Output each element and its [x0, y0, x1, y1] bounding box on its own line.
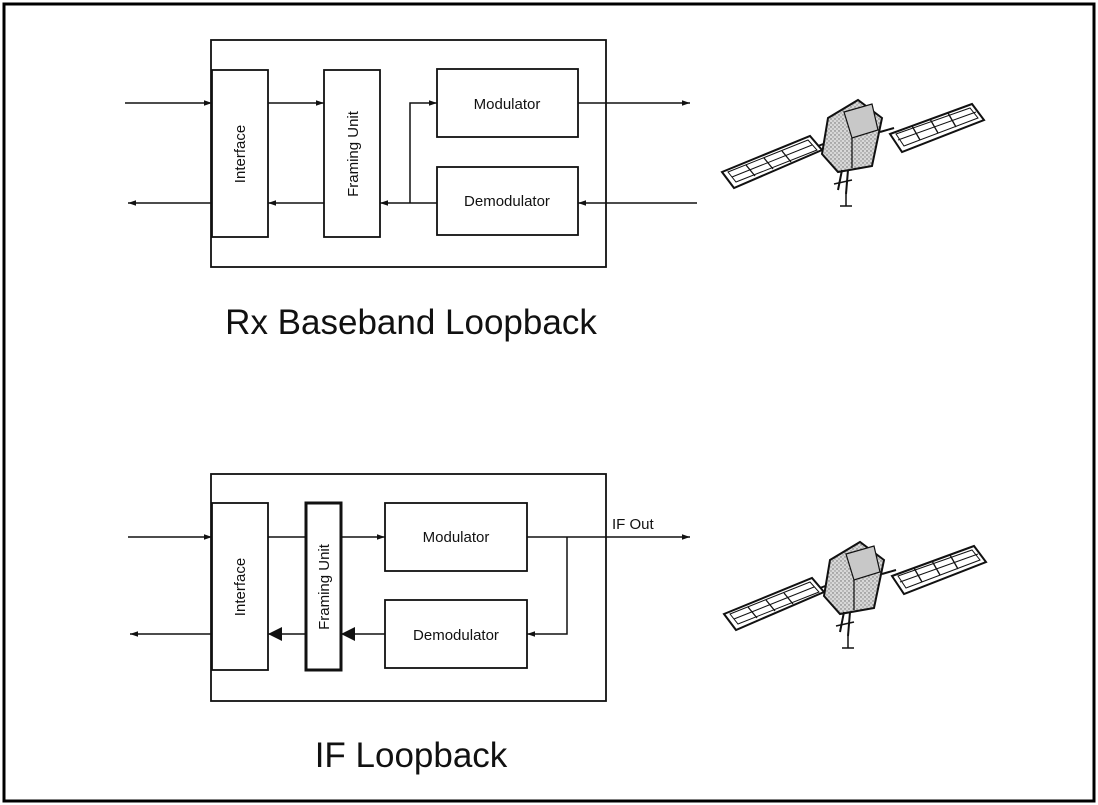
- top-interface-label: Interface: [232, 125, 249, 183]
- bottom-framing-unit-label: Framing Unit: [316, 543, 333, 630]
- top-diagram-title: Rx Baseband Loopback: [225, 303, 597, 342]
- bottom-outer-box: [210, 473, 607, 702]
- bottom-interface-label: Interface: [232, 558, 249, 616]
- bottom-if-loopback-arrow: [527, 537, 568, 637]
- top-framing-unit-block: [323, 69, 381, 238]
- top-loopback-arrow: [409, 100, 437, 203]
- top-demodulator-label: Demodulator: [464, 193, 550, 210]
- bottom-interface-block: [211, 502, 269, 671]
- top-modulator-block: [436, 68, 579, 138]
- rx-baseband-loopback-diagram: Interface Framing Unit Modulator Demodul…: [125, 39, 697, 342]
- top-demodulator-block: [436, 166, 579, 236]
- if-loopback-diagram: Interface Framing Unit Modulator Demodul…: [128, 473, 690, 775]
- top-modulator-label: Modulator: [474, 96, 541, 113]
- top-outer-box: [210, 39, 607, 268]
- bottom-diagram-title: IF Loopback: [315, 736, 508, 775]
- top-framing-unit-label: Framing Unit: [345, 110, 362, 197]
- bottom-modulator-label: Modulator: [423, 529, 490, 546]
- bottom-demodulator-block: [384, 599, 528, 669]
- top-interface-block: [211, 69, 269, 238]
- bottom-demodulator-label: Demodulator: [413, 627, 499, 644]
- bottom-framing-unit-block: [304, 501, 343, 672]
- if-out-label: IF Out: [612, 516, 655, 533]
